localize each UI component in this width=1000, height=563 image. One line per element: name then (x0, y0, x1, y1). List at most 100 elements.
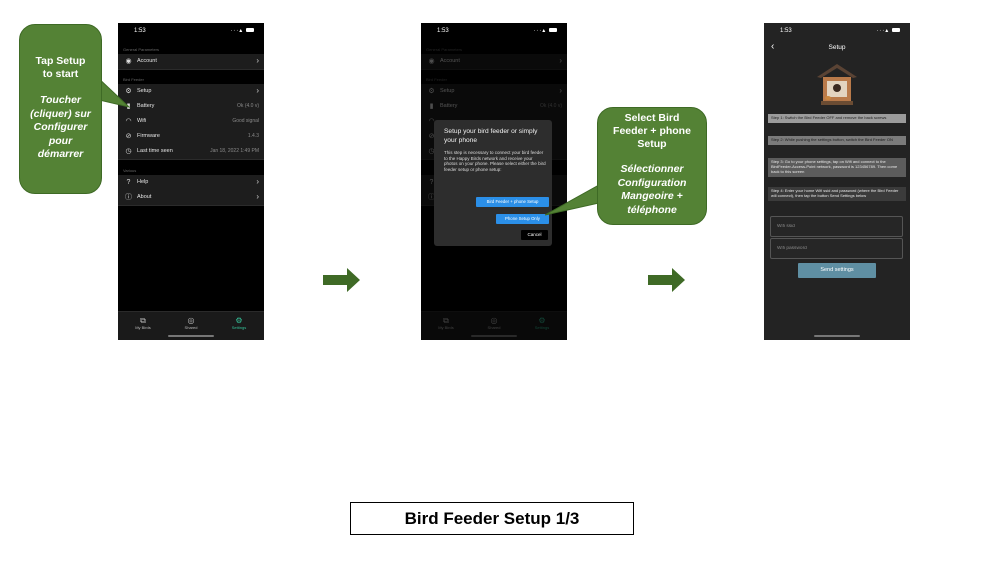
tab-bar: ⧉My Birds ◎Shared ⚙Settings (118, 311, 264, 340)
row-account[interactable]: ◉ Account › (118, 54, 264, 70)
slide-caption: Bird Feeder Setup 1/3 (350, 502, 634, 535)
status-bar: 1:53 ···▴ (435, 27, 557, 37)
wifi-ssid-input[interactable] (771, 217, 902, 236)
row-value: Ok (4.0 v) (237, 103, 259, 109)
chevron-right-icon: › (559, 86, 562, 95)
row-setup[interactable]: ⚙ Setup › (118, 84, 264, 100)
tab-my-birds: ⧉My Birds (426, 316, 466, 330)
callout-1-pointer (95, 75, 131, 108)
chevron-right-icon: › (559, 56, 562, 65)
status-icons: ···▴ (876, 27, 900, 34)
settings-icon: ⚙ (538, 316, 546, 325)
tab-label: Settings (534, 325, 550, 330)
account-icon: ◉ (125, 58, 132, 65)
tab-settings[interactable]: ⚙Settings (219, 316, 259, 330)
row-value: Ok (4.0 v) (540, 103, 562, 109)
settings-icon: ⚙ (235, 316, 243, 325)
status-bar: 1:53 ···▴ (132, 27, 254, 37)
row-label: Setup (137, 88, 152, 94)
gear-icon: ⚙ (125, 88, 132, 95)
setup-screen: 1:53 ···▴ ‹ Setup Step 1: Switch the Bir… (764, 23, 910, 340)
gear-icon: ⚙ (428, 88, 435, 95)
callout-select-bird-feeder: Select Bird Feeder + phone Setup Sélecti… (597, 107, 707, 225)
row-label: Battery (137, 103, 155, 109)
callout-line: Setup (637, 138, 667, 150)
bird-feeder-image (817, 64, 857, 105)
back-chevron-icon[interactable]: ‹ (771, 41, 775, 52)
callout-line: pour (48, 134, 73, 147)
row-label: Last time seen (137, 148, 173, 154)
row-label: Help (137, 179, 149, 185)
step-2: Step 2: While pushing the settings butto… (768, 136, 906, 145)
settings-screen: 1:53 ···▴ General Parameters ◉ Account ›… (118, 23, 264, 340)
status-bar: 1:53 ···▴ (778, 27, 900, 37)
callout-line: Sélectionner (620, 163, 684, 175)
tab-label: My Birds (438, 325, 454, 330)
home-indicator (168, 335, 214, 337)
wifi-ssid-field[interactable] (770, 216, 903, 237)
section-bird-feeder: Bird Feeder (426, 77, 447, 82)
row-wifi: ◠ Wifi Good signal (118, 114, 264, 130)
row-account: ◉Account› (421, 54, 567, 70)
row-label: Account (137, 58, 157, 64)
row-last-seen: ◷ Last time seen Jan 18, 2022 1:49 PM (118, 144, 264, 160)
status-time: 1:53 (437, 28, 449, 34)
row-setup: ⚙Setup› (421, 84, 567, 100)
status-time: 1:53 (134, 28, 146, 34)
callout-line: Select Bird (624, 112, 680, 124)
clock-icon: ◷ (428, 148, 435, 155)
step-3: Step 3: Go to your phone settings, tap o… (768, 158, 906, 177)
row-firmware: ⊘ Firmware 1.4.3 (118, 129, 264, 145)
tab-my-birds[interactable]: ⧉My Birds (123, 316, 163, 330)
cancel-button[interactable]: Cancel (521, 230, 548, 240)
callout-line: Mangeoire + (621, 190, 683, 202)
callout-line: Configurer (33, 121, 88, 133)
chevron-right-icon: › (256, 86, 259, 95)
phone-setup-only-button[interactable]: Phone Setup Only (496, 214, 549, 224)
callout-2-pointer (545, 184, 600, 216)
tab-label: Settings (231, 325, 247, 330)
arrow-right-icon (323, 268, 360, 292)
tab-shared[interactable]: ◎Shared (171, 316, 211, 330)
page-title: Setup (828, 44, 846, 51)
question-icon: ? (429, 179, 434, 186)
bird-feeder-phone-setup-button[interactable]: Bird Feeder + phone Setup (476, 197, 549, 207)
row-battery: ▮ Battery Ok (4.0 v) (421, 99, 567, 115)
tab-settings: ⚙Settings (522, 316, 562, 330)
dialog-title: Setup your bird feeder or simply your ph… (444, 128, 538, 144)
send-settings-button[interactable]: Send settings (798, 263, 876, 278)
dialog-body: This step is necessary to connect your b… (444, 150, 546, 172)
callout-line: téléphone (627, 203, 677, 216)
wifi-password-field[interactable] (770, 238, 903, 259)
tab-shared: ◎Shared (474, 316, 514, 330)
row-about[interactable]: ⓘ About › (118, 190, 264, 206)
setup-dialog: Setup your bird feeder or simply your ph… (434, 120, 552, 246)
section-general: General Parameters (123, 47, 160, 52)
chevron-right-icon: › (256, 192, 259, 201)
row-label: Firmware (137, 133, 160, 139)
callout-line: Configuration (617, 176, 687, 189)
callout-line: démarrer (37, 148, 84, 160)
home-indicator (814, 335, 860, 337)
row-label: Wifi (137, 118, 147, 124)
row-value: Jan 18, 2022 1:49 PM (210, 148, 259, 154)
callout-line: Toucher (39, 94, 82, 106)
row-help[interactable]: ? Help › (118, 175, 264, 191)
photos-icon: ⧉ (140, 316, 146, 325)
callout-line: to start (42, 68, 79, 80)
tab-label: Shared (487, 325, 501, 330)
callout-line: Feeder + phone (613, 125, 691, 137)
wifi-icon: ◠ (125, 118, 132, 125)
row-value: Good signal (232, 118, 259, 124)
step-4: Step 4: Enter your home Wifi ssid and pa… (768, 187, 906, 201)
battery-icon: ▮ (429, 103, 434, 110)
wifi-password-input[interactable] (771, 239, 902, 258)
info-icon: ⓘ (125, 194, 132, 201)
callout-line: (cliquer) sur (30, 107, 91, 120)
row-label: Battery (440, 103, 458, 109)
check-circle-icon: ⊘ (125, 133, 132, 140)
section-various: Various (123, 168, 137, 173)
question-icon: ? (126, 179, 131, 186)
row-label: About (137, 194, 152, 200)
account-icon: ◉ (428, 58, 435, 65)
